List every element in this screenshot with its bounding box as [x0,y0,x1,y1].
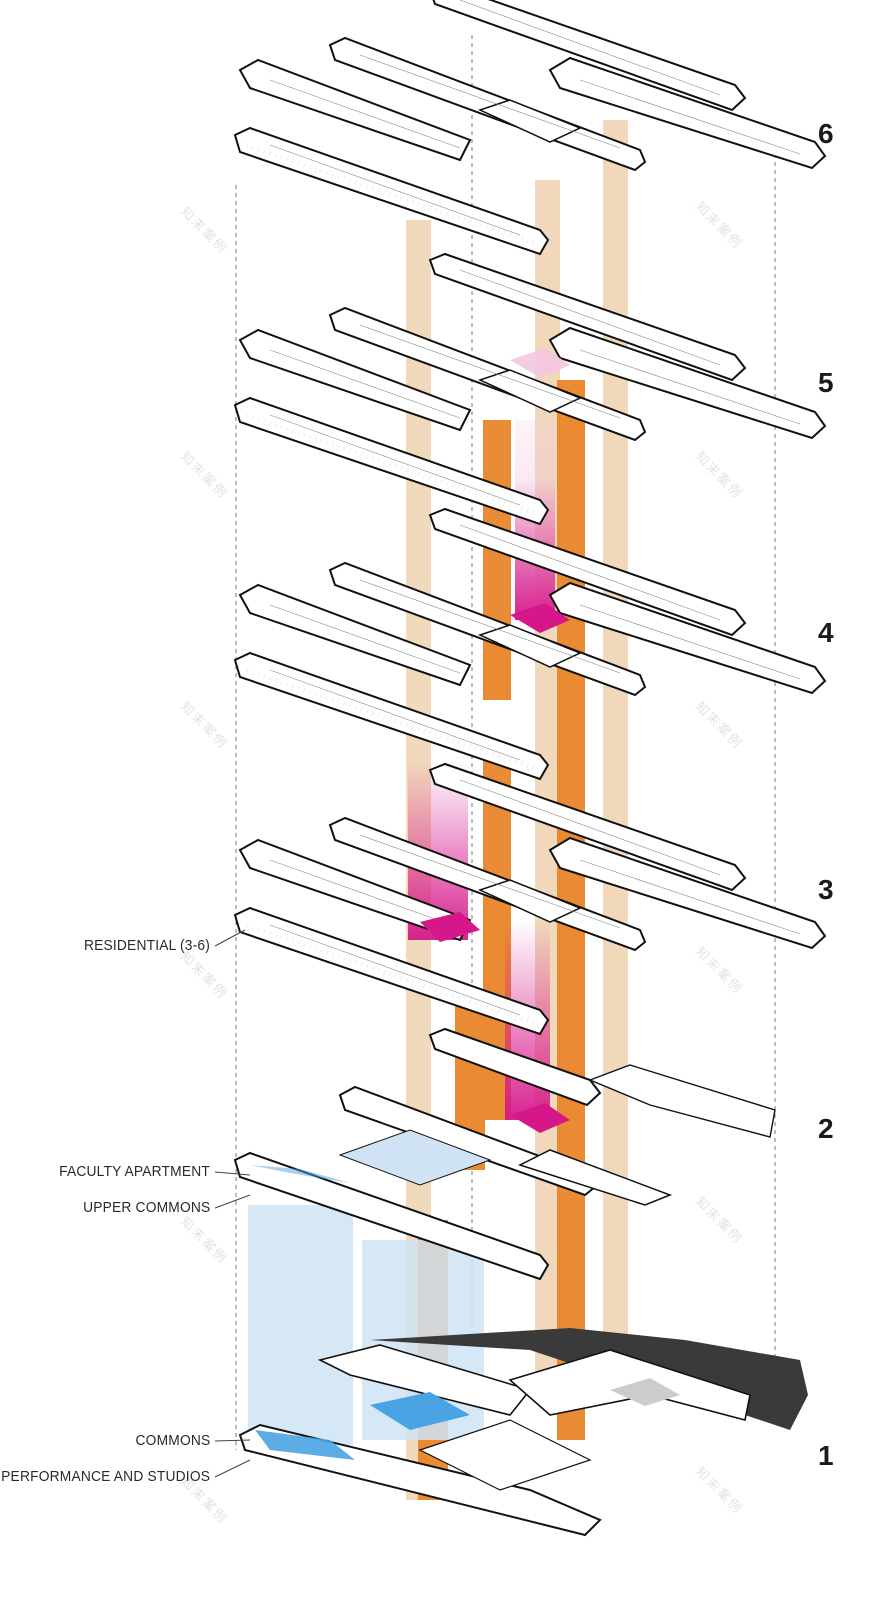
level-1-floorplate [238,1328,808,1537]
label-faculty-apartment: FACULTY APARTMENT [59,1163,210,1180]
label-upper-commons: UPPER COMMONS [82,1199,210,1216]
level-5-floorplate [234,253,826,525]
level-6-floorplate [234,0,826,255]
label-performance-studios: PERFORMANCE AND STUDIOS [1,1468,210,1485]
level-number-5: 5 [818,367,834,398]
level-4-floorplate [234,508,826,780]
level-number-2: 2 [818,1113,834,1144]
level-number-4: 4 [818,617,834,648]
label-residential: RESIDENTIAL (3-6) [83,937,210,954]
leader-lines [214,929,251,1478]
level-number-1: 1 [818,1440,834,1471]
level-3-floorplate [234,763,826,1035]
level-number-6: 6 [818,118,834,149]
level-2-floorplate [233,1027,776,1281]
label-commons: COMMONS [135,1432,210,1449]
level-number-3: 3 [818,874,834,905]
dashed-guides [235,35,776,1450]
